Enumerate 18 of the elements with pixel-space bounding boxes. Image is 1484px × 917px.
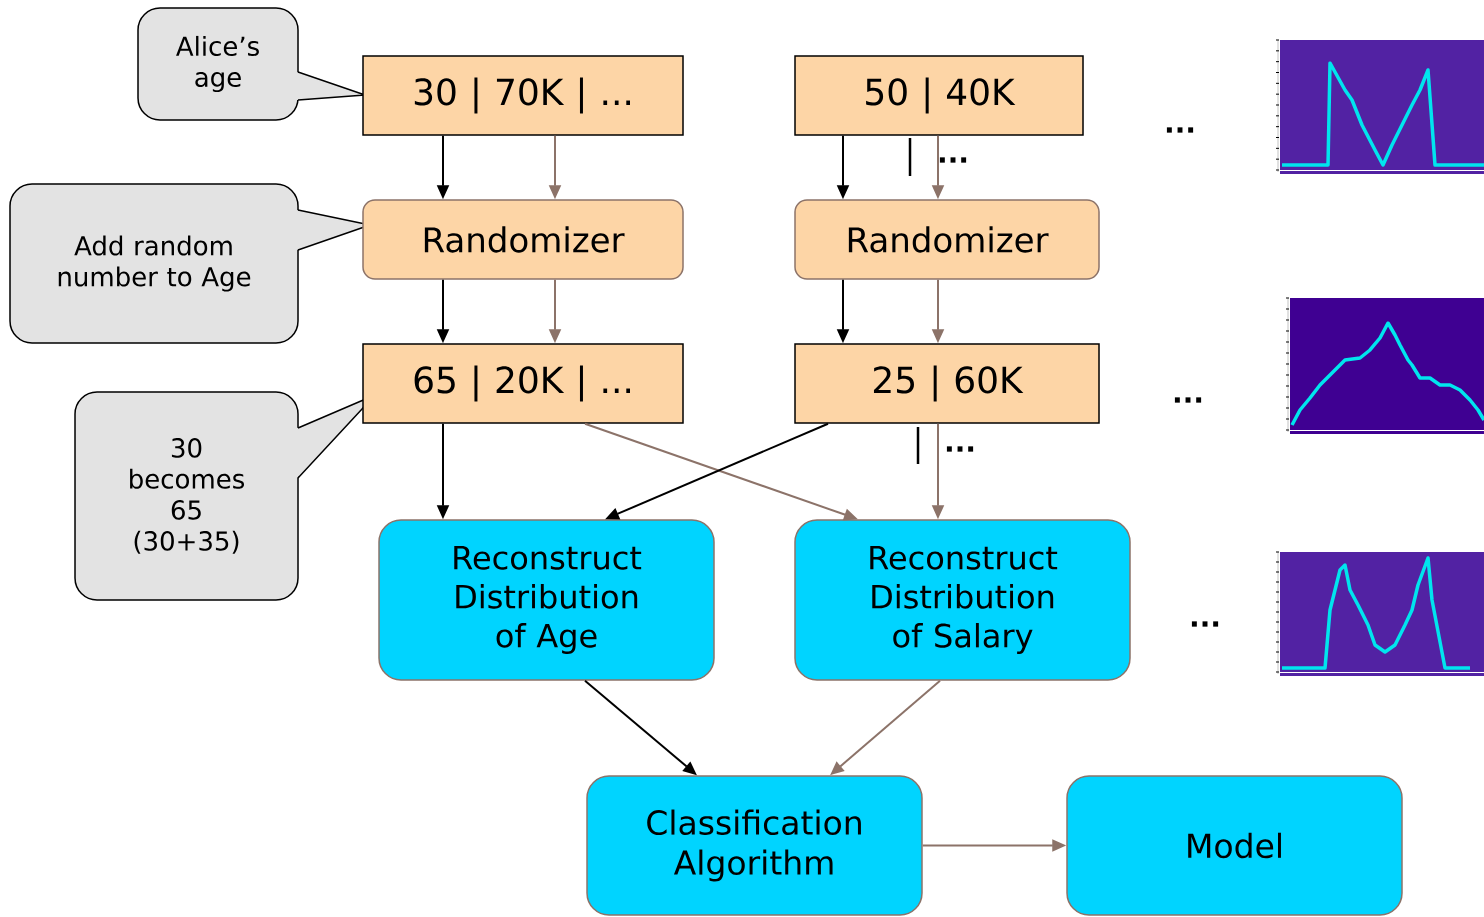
randomizer-box: Randomizer [794,199,1100,280]
process-box: Classification Algorithm [586,775,923,916]
record-box: 25 | 60K [794,343,1100,424]
ellipsis-label: ... [1191,621,1219,627]
process-box: Reconstruct Distribution of Age [378,519,715,681]
record-box: 65 | 20K | ... [362,343,684,424]
ellipsis-label: ... [1166,127,1194,133]
ellipsis-label: ... [946,446,974,452]
process-box: Model [1066,775,1403,916]
ellipsis-label: ... [1174,397,1202,403]
record-box: 50 | 40K [794,55,1084,136]
callout-bubble: Alice’s age [137,7,366,121]
callout-bubble: Add random number to Age [9,183,371,344]
ellipsis-label: ... [939,157,967,163]
callout-bubble: 30 becomes 65 (30+35) [74,391,376,601]
record-box: 30 | 70K | ... [362,55,684,136]
randomizer-box: Randomizer [362,199,684,280]
process-box: Reconstruct Distribution of Salary [794,519,1131,681]
